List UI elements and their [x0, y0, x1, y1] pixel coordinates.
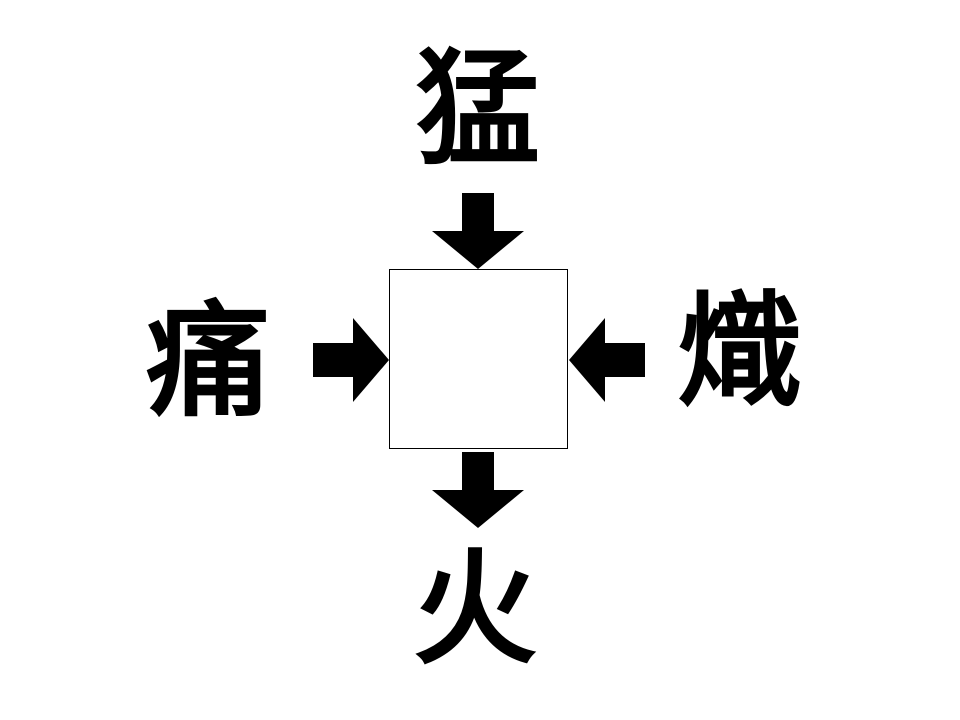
answer-input[interactable] [390, 270, 567, 448]
arrow-left-icon [569, 318, 645, 402]
arrow-down-icon [432, 193, 524, 269]
arrow-right-icon [313, 318, 389, 402]
bottom-kanji: 火 [412, 538, 537, 682]
answer-box[interactable] [389, 269, 568, 449]
arrow-down-icon [432, 452, 524, 528]
top-kanji: 猛 [415, 38, 540, 182]
left-kanji: 痛 [145, 290, 270, 434]
right-kanji: 熾 [677, 280, 802, 424]
